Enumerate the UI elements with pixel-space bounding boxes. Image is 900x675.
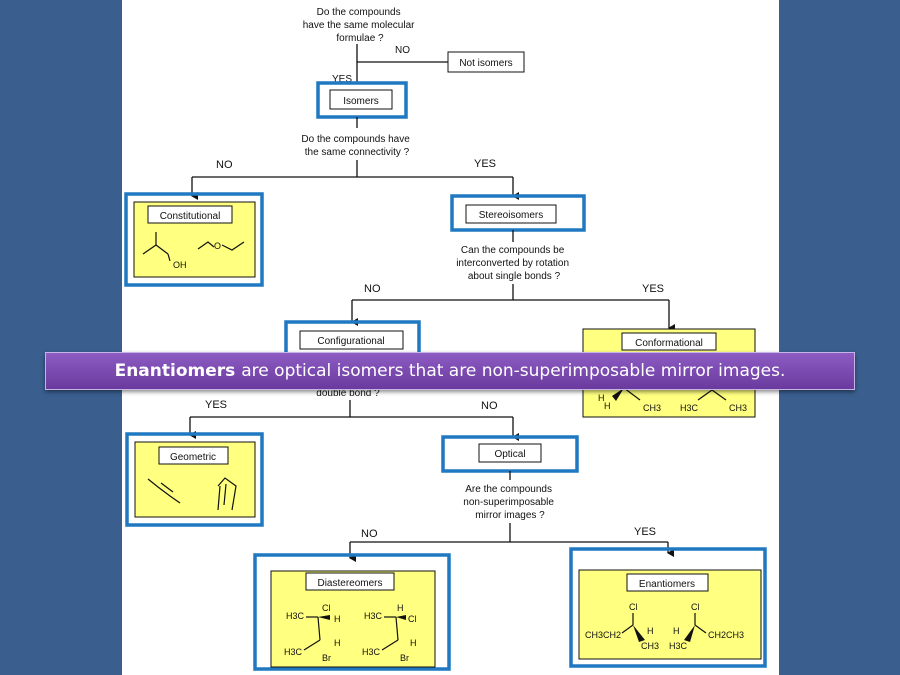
label-h: H	[397, 603, 404, 613]
label-box-enantiomers	[626, 573, 709, 592]
wedge-bond	[684, 625, 695, 642]
bond	[317, 616, 321, 641]
label-configurational: Configurational	[317, 336, 384, 347]
wedge-bond	[396, 615, 406, 620]
trans-butene	[147, 478, 181, 504]
highlight-diastereomers	[253, 553, 451, 671]
label-box-constitutional	[147, 205, 233, 224]
label-ch2ch3: CH2CH3	[708, 630, 744, 640]
label-cl: Cl	[691, 602, 700, 612]
box-configurational	[299, 330, 404, 350]
label-enantiomers: Enantiomers	[639, 579, 695, 590]
label-h: H	[334, 638, 341, 648]
double-bond	[160, 482, 174, 493]
bond	[303, 639, 321, 651]
bond	[381, 639, 399, 651]
label-h3c: H3C	[680, 403, 699, 413]
label-optical: Optical	[494, 449, 525, 460]
question-rotation: Can the compounds be interconverted by r…	[456, 245, 572, 282]
highlight-isomers	[316, 81, 408, 119]
bond	[697, 389, 713, 401]
label-ch3: CH3	[641, 641, 659, 651]
label-h3c: H3C	[364, 611, 383, 621]
box-not-isomers	[447, 51, 525, 73]
banner-term: Enantiomers	[114, 361, 236, 381]
label-box-diastereomers	[305, 572, 395, 591]
label-o: O	[214, 241, 221, 251]
label-not-isomers: Not isomers	[459, 58, 512, 69]
answer-yes: YES	[642, 283, 664, 295]
label-h3c: H3C	[284, 647, 303, 657]
highlight-constitutional	[124, 192, 264, 287]
label-ch3: CH3	[729, 403, 747, 413]
question-double-bond: double bond ?	[316, 388, 380, 399]
label-h: H	[598, 393, 605, 403]
answer-yes: YES	[332, 74, 352, 85]
bond	[221, 241, 245, 251]
label-ch3ch2: CH3CH2	[585, 630, 621, 640]
highlight-enantiomers	[569, 547, 767, 668]
label-br: Br	[322, 653, 331, 663]
box-isomers	[329, 89, 393, 110]
wedge-bond	[612, 388, 624, 401]
label-cl: Cl	[408, 614, 417, 624]
answer-no: NO	[364, 283, 381, 295]
bond	[167, 253, 171, 262]
bond	[623, 387, 641, 401]
label-box-conformational	[621, 332, 717, 351]
label-geometric: Geometric	[170, 452, 216, 463]
label-h: H	[673, 626, 680, 636]
label-h3c: H3C	[286, 611, 305, 621]
cis-butene	[217, 477, 237, 511]
ether-structure	[197, 241, 215, 250]
label-h3c: H3C	[362, 647, 381, 657]
definition-banner: Enantiomers are optical isomers that are…	[45, 352, 855, 390]
label-diastereomers: Diastereomers	[317, 578, 382, 589]
answer-no: NO	[216, 159, 233, 171]
bond	[621, 624, 634, 634]
label-h: H	[647, 626, 654, 636]
bond	[711, 389, 727, 401]
highlight-geometric	[125, 432, 264, 527]
label-conformational: Conformational	[635, 338, 703, 349]
question-same-formula: Do the compounds have the same molecular…	[303, 7, 418, 44]
highlight-stereoisomers	[450, 194, 586, 232]
label-ch3: CH3	[643, 403, 661, 413]
label-isomers: Isomers	[343, 96, 379, 107]
bond	[395, 616, 399, 641]
label-constitutional: Constitutional	[160, 211, 221, 222]
label-box-geometric	[158, 446, 229, 465]
label-h: H	[604, 401, 611, 411]
answer-yes: YES	[634, 526, 656, 538]
box-stereoisomers	[465, 204, 557, 224]
wedge-bond	[633, 625, 645, 642]
bond	[217, 485, 221, 511]
double-bond	[223, 483, 227, 506]
answer-no: NO	[361, 528, 378, 540]
question-same-connectivity: Do the compounds have the same connectiv…	[301, 134, 412, 158]
label-h3c: H3C	[669, 641, 688, 651]
label-cl: Cl	[629, 602, 638, 612]
label-br: Br	[400, 653, 409, 663]
label-oh: OH	[173, 260, 187, 270]
label-h: H	[334, 614, 341, 624]
label-stereoisomers: Stereoisomers	[479, 210, 543, 221]
answer-no: NO	[481, 400, 498, 412]
answer-no: NO	[395, 45, 410, 56]
banner-text: are optical isomers that are non-superim…	[241, 361, 786, 381]
bond	[694, 624, 707, 634]
box-optical	[478, 443, 542, 463]
label-cl: Cl	[322, 603, 331, 613]
answer-yes: YES	[205, 399, 227, 411]
answer-yes: YES	[474, 158, 496, 170]
label-h: H	[410, 638, 417, 648]
wedge-bond	[318, 615, 330, 620]
question-mirror-images: Are the compounds non-superimposable mir…	[463, 484, 556, 521]
